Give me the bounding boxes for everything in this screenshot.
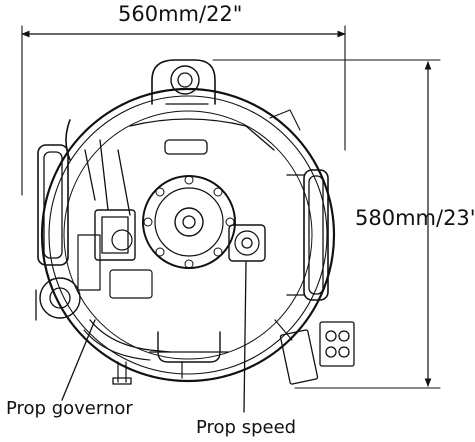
engine-body	[35, 59, 355, 385]
height-dimension	[212, 59, 441, 389]
width-dimension-label: 560mm/22"	[118, 2, 243, 26]
callout-leaders	[61, 261, 247, 413]
width-dimension	[21, 25, 346, 196]
prop-speed-label: Prop speed	[196, 417, 297, 438]
prop-speed-leader	[243, 261, 247, 413]
prop-governor-leader	[61, 319, 96, 401]
height-dimension-label: 580mm/23"	[355, 206, 475, 230]
prop-governor-label: Prop governor	[6, 398, 133, 419]
